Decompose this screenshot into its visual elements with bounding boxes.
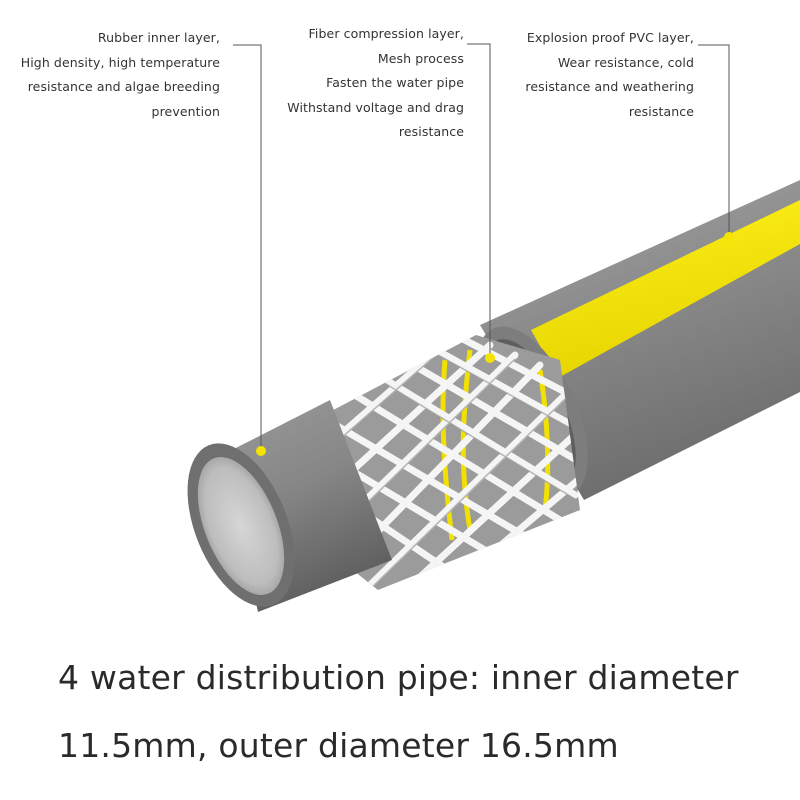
- caption-line-1: 4 water distribution pipe: inner diamete…: [58, 658, 739, 697]
- yellow-stripe: [531, 200, 800, 378]
- leader-line-fiber: [467, 43, 491, 357]
- caption-line-2: 11.5mm, outer diameter 16.5mm: [58, 726, 619, 765]
- leader-line-rubber: [233, 44, 262, 450]
- marker-dot-fiber: [485, 353, 495, 363]
- leader-lines: [233, 43, 730, 450]
- hose-cutaway-illustration: [187, 43, 800, 612]
- callout-fiber-compression-layer: Fiber compression layer, Mesh process Fa…: [287, 22, 464, 145]
- callout-line: Withstand voltage and drag: [287, 99, 464, 115]
- callout-line: resistance: [398, 124, 464, 139]
- marker-dot-pvc: [724, 232, 734, 242]
- callout-line: Rubber inner layer,: [97, 30, 220, 45]
- callout-line: Fiber compression layer,: [308, 26, 464, 41]
- leader-line-pvc: [698, 44, 730, 236]
- callout-line: Mesh process: [377, 50, 464, 66]
- callout-line: Explosion proof PVC layer,: [526, 30, 694, 45]
- callout-line: Fasten the water pipe: [326, 75, 464, 90]
- inner-bore: [197, 456, 285, 596]
- callout-line: Wear resistance, cold: [557, 54, 694, 70]
- callout-line: resistance: [628, 103, 694, 119]
- callout-line: resistance and algae breeding: [27, 79, 220, 94]
- callout-pvc-layer: Explosion proof PVC layer, Wear resistan…: [525, 26, 694, 124]
- callout-rubber-inner-layer: Rubber inner layer, High density, high t…: [21, 26, 220, 124]
- marker-dot-rubber: [256, 446, 266, 456]
- callout-line: prevention: [151, 103, 220, 119]
- callout-line: resistance and weathering: [525, 79, 694, 94]
- callout-line: High density, high temperature: [20, 54, 220, 70]
